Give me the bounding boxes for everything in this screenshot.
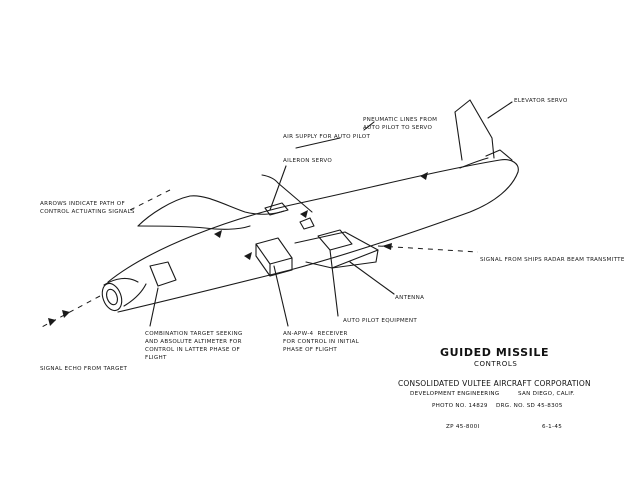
- fuselage-bottom-outline: [117, 171, 519, 313]
- radar-signal-path: [377, 245, 479, 253]
- arrow-icon: [244, 252, 252, 260]
- title-block-drg-no: DRG. NO. SD 45-8305: [496, 403, 563, 409]
- leader-aileron: [269, 165, 287, 211]
- title-block-photo-no: PHOTO NO. 14829: [432, 403, 488, 409]
- label-arrows-path: ARROWS INDICATE PATH OF CONTROL ACTUATIN…: [40, 201, 135, 215]
- arrow-icon: [214, 230, 222, 238]
- leader-combination: [149, 287, 159, 327]
- label-air-supply: AIR SUPPLY FOR AUTO PILOT: [283, 134, 371, 140]
- title-block-location: SAN DIEGO, CALIF.: [518, 391, 575, 397]
- tail-fin: [454, 99, 495, 159]
- label-signal-echo: SIGNAL ECHO FROM TARGET: [40, 366, 128, 372]
- label-elevator-servo: ELEVATOR SERVO: [514, 98, 568, 104]
- auto-pilot-box: [317, 229, 353, 251]
- title-block-date: 6-1-45: [542, 424, 563, 430]
- title-block-department: DEVELOPMENT ENGINEERING: [410, 391, 500, 397]
- label-receiver: AN-APW-4 RECEIVER FOR CONTROL IN INITIAL…: [283, 331, 360, 353]
- leader-pneumatic: [363, 121, 375, 131]
- label-signal-radar: SIGNAL FROM SHIPS RADAR BEAM TRANSMITTER: [480, 257, 624, 263]
- arrow-icon: [420, 172, 428, 180]
- label-auto-pilot-equipment: AUTO PILOT EQUIPMENT: [343, 318, 418, 324]
- arrow-icon: [382, 243, 392, 250]
- label-aileron-servo: AILERON SERVO: [283, 158, 333, 164]
- nose-equipment-box: [149, 261, 177, 287]
- nose-seeker-dish: [101, 282, 123, 312]
- arrow-icon: [62, 310, 70, 318]
- leader-antenna: [349, 261, 395, 295]
- leader-air: [295, 137, 341, 149]
- leader-autopilot: [329, 249, 339, 317]
- stub-wing: [294, 231, 379, 269]
- label-pneumatic-lines: PNEUMATIC LINES FROM AUTO PILOT TO SERVO: [363, 117, 438, 131]
- title-block-subtitle: CONTROLS: [474, 360, 518, 368]
- label-antenna: ANTENNA: [395, 295, 425, 301]
- leader-receiver: [273, 265, 289, 327]
- title-block-zp-no: ZP 45-800I: [446, 424, 480, 430]
- arrow-icon: [300, 210, 308, 218]
- arrow-icon: [48, 318, 56, 326]
- label-combination-target: COMBINATION TARGET SEEKING AND ABSOLUTE …: [145, 331, 243, 361]
- title-block-title: GUIDED MISSILE: [440, 346, 550, 359]
- leader-elevator: [487, 101, 513, 119]
- title-block-company: CONSOLIDATED VULTEE AIRCRAFT CORPORATION: [398, 379, 591, 388]
- main-wing: [137, 195, 285, 227]
- receiver-box: [255, 237, 293, 277]
- fuselage-top-outline: [107, 159, 519, 283]
